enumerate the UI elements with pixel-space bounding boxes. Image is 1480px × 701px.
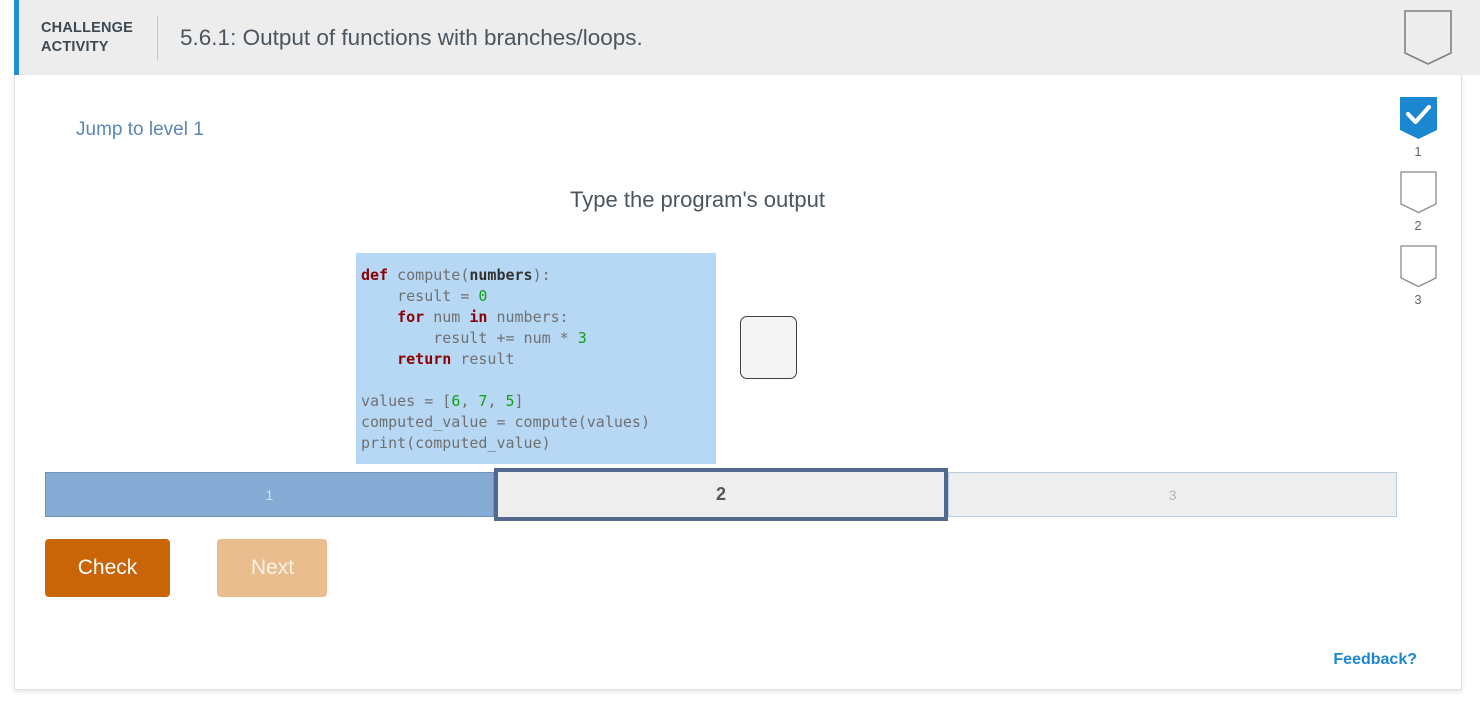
code-line: def compute(numbers): [361, 265, 716, 286]
level-badge-3[interactable]: 3 [1399, 245, 1437, 307]
code-token: result += num * [361, 329, 578, 347]
shield-badge-empty-icon [1399, 245, 1437, 289]
code-token: values = [ [361, 392, 452, 410]
code-token: for [397, 308, 425, 326]
progress-segment-2[interactable]: 2 [493, 468, 949, 521]
code-line: for num in numbers: [361, 307, 716, 328]
level-badge-1[interactable]: 1 [1399, 97, 1437, 159]
code-token: in [469, 308, 488, 326]
code-token [361, 308, 397, 326]
next-button[interactable]: Next [217, 539, 328, 597]
code-token: , [487, 392, 506, 410]
code-token: def [361, 266, 389, 284]
shield-badge-empty-icon [1399, 171, 1437, 215]
header-divider [157, 15, 159, 60]
shield-check-icon [1399, 97, 1437, 141]
level-badge-number: 3 [1414, 292, 1422, 307]
code-token: numbers: [487, 308, 569, 326]
code-line [361, 370, 716, 391]
level-badge-2[interactable]: 2 [1399, 171, 1437, 233]
code-token: computed_value = compute(values) [361, 413, 650, 431]
code-token: return [397, 350, 452, 368]
code-token: compute( [388, 266, 470, 284]
progress-segment-1[interactable]: 1 [45, 472, 494, 517]
activity-header: CHALLENGE ACTIVITY 5.6.1: Output of func… [14, 0, 1480, 75]
level-badge-number: 2 [1414, 218, 1422, 233]
code-line: values = [6, 7, 5] [361, 391, 716, 412]
code-token: 7 [478, 392, 488, 410]
code-token: ] [514, 392, 524, 410]
action-buttons: Check Next [45, 539, 328, 597]
feedback-link[interactable]: Feedback? [1333, 651, 1417, 668]
jump-to-level-link[interactable]: Jump to level 1 [76, 119, 204, 140]
progress-segment-3[interactable]: 3 [948, 472, 1398, 517]
answer-input[interactable] [740, 316, 797, 379]
code-line: print(computed_value) [361, 433, 716, 454]
level-badge-number: 1 [1414, 144, 1422, 159]
code-token: 0 [478, 287, 488, 305]
code-token: result = [361, 287, 479, 305]
challenge-activity-label: CHALLENGE ACTIVITY [41, 20, 134, 55]
code-token: print(computed_value) [361, 434, 551, 452]
code-token: numbers [469, 266, 533, 284]
code-token: , [460, 392, 479, 410]
code-token: 3 [577, 329, 587, 347]
code-token: 6 [451, 392, 461, 410]
page-title: 5.6.1: Output of functions with branches… [180, 24, 643, 50]
check-button[interactable]: Check [45, 539, 170, 597]
code-token: result [451, 350, 515, 368]
level-badge-rail: 1 2 3 [1393, 97, 1443, 319]
header-accent-bar [14, 0, 19, 75]
code-token [361, 350, 397, 368]
code-line: return result [361, 349, 716, 370]
code-line: computed_value = compute(values) [361, 412, 716, 433]
code-token: 5 [505, 392, 515, 410]
prompt-title: Type the program's output [570, 187, 825, 212]
code-line: result = 0 [361, 286, 716, 307]
code-snippet: def compute(numbers): result = 0 for num… [356, 253, 716, 464]
code-token: num [424, 308, 470, 326]
shield-badge-empty-icon [1403, 9, 1453, 67]
code-token: ): [532, 266, 551, 284]
code-line: result += num * 3 [361, 328, 716, 349]
activity-card: Jump to level 1 Type the program's outpu… [14, 75, 1462, 690]
